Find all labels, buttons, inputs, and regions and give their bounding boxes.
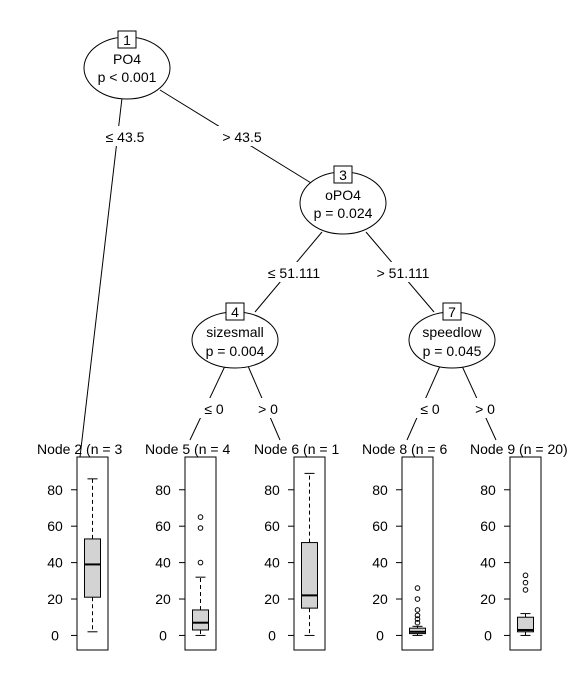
tick-label: 0 (376, 627, 384, 643)
tick-label: 40 (155, 555, 171, 571)
tick-label: 40 (47, 555, 63, 571)
node-id: 4 (231, 304, 239, 320)
outlier-point (522, 587, 529, 593)
edge-label: ≤ 0 (204, 401, 224, 417)
outlier-point (197, 559, 204, 566)
tick-label: 20 (372, 591, 388, 607)
terminal-node: Node 2 (n = 3 0 20 40 60 80 (37, 441, 122, 651)
outlier-point (522, 579, 529, 586)
outlier-point (197, 514, 204, 520)
terminal-node: Node 5 (n = 4 0 20 40 60 80 (145, 441, 230, 651)
iqr-box (192, 609, 209, 631)
tick-label: 60 (480, 518, 496, 534)
terminal-node: Node 9 (n = 20) 0 20 40 60 80 (470, 441, 568, 651)
tick-label: 20 (47, 591, 63, 607)
tick-label: 80 (372, 482, 388, 498)
outlier-point (414, 585, 421, 591)
node-variable: PO4 (113, 51, 141, 67)
tick-label: 80 (264, 482, 280, 498)
node-title: Node 6 (n = 1 (254, 441, 339, 457)
edge-labels: ≤ 43.5 > 43.5 ≤ 51.111 > 51.111 ≤ 0 > 0 … (98, 126, 503, 418)
node-title: Node 2 (n = 3 (37, 441, 122, 457)
outlier-point (197, 525, 204, 531)
node-variable: sizesmall (206, 324, 264, 340)
tick-label: 40 (372, 555, 388, 571)
terminal-nodes: Node 2 (n = 3 0 20 40 60 80 Node 5 (n = 4 0 20 40… (37, 441, 568, 651)
node-pvalue: p = 0.024 (314, 205, 373, 221)
tick-label: 80 (480, 482, 496, 498)
tick-label: 20 (264, 591, 280, 607)
node-variable: speedlow (422, 324, 482, 340)
tick-label: 40 (480, 555, 496, 571)
inner-node-4: 4 sizesmall p = 0.004 (191, 302, 279, 369)
tick-label: 80 (155, 482, 171, 498)
outlier-point (414, 596, 421, 602)
edge-label: > 0 (475, 401, 495, 417)
edge-label: ≤ 43.5 (106, 129, 145, 145)
tick-label: 60 (264, 518, 280, 534)
inner-node-3: 3 oPO4 p = 0.024 (299, 165, 387, 235)
iqr-box (517, 616, 534, 633)
tick-label: 20 (480, 591, 496, 607)
tick-label: 20 (155, 591, 171, 607)
inner-node-1: 1 PO4 p < 0.001 (83, 30, 171, 100)
tick-label: 0 (51, 627, 59, 643)
inner-node-7: 7 speedlow p = 0.045 (408, 302, 496, 369)
edge-label: ≤ 0 (420, 401, 440, 417)
tick-label: 60 (372, 518, 388, 534)
terminal-node: Node 8 (n = 6 0 20 40 60 80 (362, 441, 447, 651)
iqr-box (301, 542, 318, 609)
node-title: Node 5 (n = 4 (145, 441, 230, 457)
outlier-point (414, 616, 421, 622)
node-id: 3 (339, 167, 347, 183)
edge-1-2 (79, 97, 123, 458)
edge-label: > 0 (258, 401, 278, 417)
node-variable: oPO4 (325, 187, 361, 203)
terminal-node: Node 6 (n = 1 0 20 40 60 80 (254, 441, 339, 651)
node-title: Node 9 (n = 20) (470, 441, 568, 457)
tick-label: 0 (268, 627, 276, 643)
node-id: 1 (123, 32, 131, 48)
node-pvalue: p = 0.004 (206, 343, 265, 359)
node-title: Node 8 (n = 6 (362, 441, 447, 457)
iqr-box (84, 538, 101, 598)
tick-label: 0 (159, 627, 167, 643)
tick-label: 0 (484, 627, 492, 643)
outlier-point (522, 572, 529, 579)
edge-label: ≤ 51.111 (268, 265, 321, 281)
node-pvalue: p < 0.001 (98, 69, 157, 85)
edge-label: > 43.5 (222, 129, 262, 145)
outlier-point (414, 619, 421, 626)
tick-label: 60 (47, 518, 63, 534)
tick-label: 40 (264, 555, 280, 571)
outlier-point (414, 607, 421, 613)
tick-label: 60 (155, 518, 171, 534)
node-id: 7 (448, 304, 456, 320)
node-pvalue: p = 0.045 (423, 343, 482, 359)
edge-label: > 51.111 (377, 265, 430, 281)
tick-label: 80 (47, 482, 63, 498)
outlier-point (414, 612, 421, 619)
